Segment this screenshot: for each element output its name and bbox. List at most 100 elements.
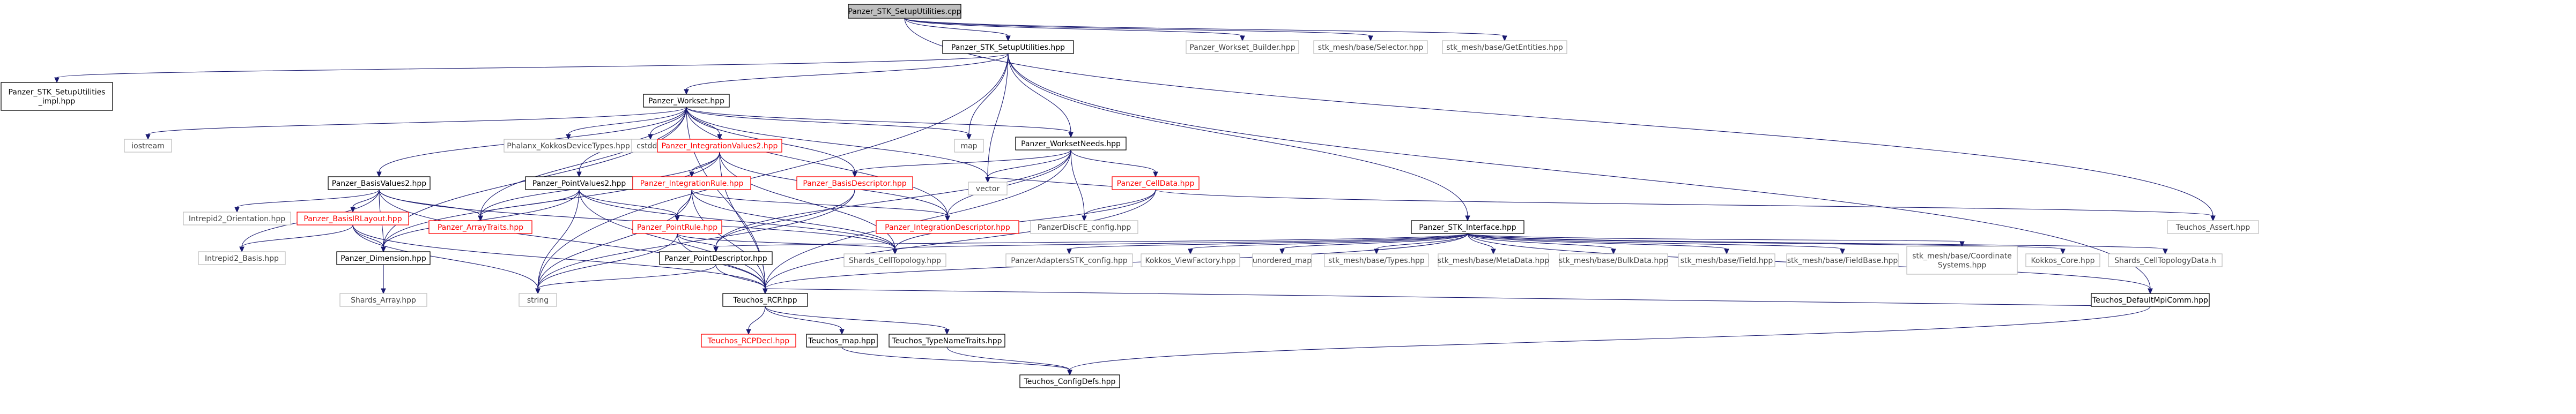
edge-line (236, 189, 380, 208)
edge-stkif-to-sfield (1467, 233, 1729, 255)
node-shards_ctd[interactable]: Shards_CellTopologyData.h (2108, 253, 2223, 267)
edge-stkif-to-kvf (1188, 233, 1468, 255)
node-shards_ct[interactable]: Shards_CellTopology.hpp (843, 253, 946, 267)
node-pv2[interactable]: Panzer_PointValues2.hpp (525, 176, 633, 190)
node-box (1313, 40, 1428, 54)
node-bv2[interactable]: Panzer_BasisValues2.hpp (328, 176, 431, 190)
node-umap[interactable]: unordered_map (1252, 253, 1312, 267)
node-rcpdecl[interactable]: Teuchos_RCPDecl.hpp (701, 334, 796, 348)
edge-irule-to-rcp (691, 189, 768, 295)
node-intrepid_orient[interactable]: Intrepid2_Orientation.hpp (183, 212, 291, 225)
node-bdesc[interactable]: Panzer_BasisDescriptor.hpp (796, 176, 913, 190)
edge-setup_hpp-to-stkif (1008, 53, 1470, 222)
node-string[interactable]: string (519, 293, 557, 307)
edge-line (352, 224, 538, 289)
edge-bv2-to-intrepid_orient (234, 189, 380, 213)
node-idesc[interactable]: Panzer_IntegrationDescriptor.hpp (876, 220, 1019, 234)
edge-arrowhead (1374, 249, 1379, 255)
node-shards_array[interactable]: Shards_Array.hpp (339, 293, 427, 307)
edge-line (1008, 53, 2151, 289)
node-box (1438, 253, 1549, 267)
node-iv2[interactable]: Panzer_IntegrationValues2.hpp (657, 139, 782, 153)
node-phalanx[interactable]: Phalanx_KokkosDeviceTypes.hpp (504, 139, 633, 153)
node-dmpi[interactable]: Teuchos_DefaultMpiComm.hpp (2091, 293, 2210, 307)
node-box (1678, 253, 1775, 267)
node-wb[interactable]: Panzer_Workset_Builder.hpp (1186, 40, 1299, 54)
node-sfieldbase[interactable]: stk_mesh/base/FieldBase.hpp (1786, 253, 1899, 267)
node-kvf[interactable]: Kokkos_ViewFactory.hpp (1141, 253, 1240, 267)
node-box (722, 293, 808, 307)
edge-arrowhead (945, 215, 950, 222)
node-box (2108, 253, 2223, 267)
edge-workset-to-phalanx (566, 107, 687, 140)
node-box (1252, 253, 1312, 267)
node-setup_impl[interactable]: Panzer_STK_SetupUtilities_impl.hpp (1, 82, 113, 111)
node-selector[interactable]: stk_mesh/base/Selector.hpp (1313, 40, 1428, 54)
node-wneeds[interactable]: Panzer_WorksetNeeds.hpp (1015, 137, 1127, 150)
node-cdefs[interactable]: Teuchos_ConfigDefs.hpp (1019, 374, 1120, 388)
edge-arrowhead (985, 177, 990, 183)
edge-workset-to-wneeds (686, 107, 1074, 138)
edge-line (1008, 53, 1468, 216)
node-label: stk_mesh/base/MetaData.hpp (1438, 257, 1550, 265)
node-workset[interactable]: Panzer_Workset.hpp (643, 94, 730, 108)
node-box (2091, 293, 2210, 307)
node-bip[interactable]: Panzer_BasisIRLayout.hpp (297, 212, 409, 225)
node-label: Shards_CellTopology.hpp (849, 257, 941, 265)
node-pcfg[interactable]: PanzerDiscFE_config.hpp (1030, 220, 1138, 234)
edge-stkif-to-sbulk (1467, 233, 1616, 255)
edge-arrowhead (478, 215, 483, 222)
node-atraits[interactable]: Panzer_ArrayTraits.hpp (428, 220, 532, 234)
node-kcore[interactable]: Kokkos_Core.hpp (2025, 253, 2100, 267)
edge-prule-to-shards_ct (677, 233, 898, 255)
node-map[interactable]: map (954, 139, 984, 153)
edge-line (537, 233, 678, 289)
node-celldata[interactable]: Panzer_CellData.hpp (1112, 176, 1200, 190)
node-tasset[interactable]: Teuchos_Assert.hpp (2167, 220, 2259, 234)
edge-arrowhead (1240, 35, 1245, 42)
edge-stkif-to-pdesc (713, 233, 1468, 253)
edge-line (537, 189, 855, 289)
node-setup_hpp[interactable]: Panzer_STK_SetupUtilities.hpp (942, 40, 1074, 54)
node-pdesc[interactable]: Panzer_PointDescriptor.hpp (659, 251, 773, 265)
node-tntraits[interactable]: Teuchos_TypeNameTraits.hpp (889, 334, 1005, 348)
edge-line (1084, 189, 1156, 216)
node-box (1411, 220, 1524, 234)
node-sbulk[interactable]: stk_mesh/base/BulkData.hpp (1559, 253, 1668, 267)
node-label: string (527, 296, 549, 305)
edge-line (1069, 233, 1468, 250)
edge-arrowhead (675, 215, 680, 222)
node-tmap[interactable]: Teuchos_map.hpp (806, 334, 878, 348)
node-label: Panzer_Workset_Builder.hpp (1189, 43, 1295, 52)
node-stypes[interactable]: stk_mesh/base/Types.hpp (1324, 253, 1429, 267)
node-box (657, 139, 782, 153)
node-getentities[interactable]: stk_mesh/base/GetEntities.hpp (1442, 40, 1567, 54)
node-sfield[interactable]: stk_mesh/base/Field.hpp (1678, 253, 1775, 267)
edge-root-to-setup_hpp (904, 18, 1011, 42)
node-box (428, 220, 532, 234)
node-iostream[interactable]: iostream (124, 139, 172, 153)
edge-stkif-to-smeta (1467, 233, 1496, 255)
node-label: Panzer_STK_Interface.hpp (1419, 223, 1516, 232)
node-adapt_cfg[interactable]: PanzerAdaptersSTK_config.hpp (1005, 253, 1133, 267)
edge-line (241, 224, 353, 247)
node-box (1786, 253, 1899, 267)
node-box (1019, 374, 1120, 388)
edge-arrowhead (944, 329, 950, 335)
node-prule[interactable]: Panzer_PointRule.hpp (632, 220, 722, 234)
node-label: map (960, 142, 977, 150)
edge-setup_hpp-to-setup_impl (54, 53, 1009, 84)
edge-line (686, 107, 1071, 133)
node-irule[interactable]: Panzer_IntegrationRule.hpp (632, 176, 751, 190)
node-rcp[interactable]: Teuchos_RCP.hpp (722, 293, 808, 307)
node-box (124, 139, 172, 153)
node-stkif[interactable]: Panzer_STK_Interface.hpp (1411, 220, 1524, 234)
node-intrepid_basis[interactable]: Intrepid2_Basis.hpp (198, 251, 286, 265)
edge-arrowhead (1082, 215, 1087, 222)
node-vector[interactable]: vector (968, 182, 1008, 195)
edge-line (480, 107, 687, 216)
node-dim[interactable]: Panzer_Dimension.hpp (336, 251, 431, 265)
node-smeta[interactable]: stk_mesh/base/MetaData.hpp (1438, 253, 1550, 267)
edge-line (1070, 149, 1085, 216)
